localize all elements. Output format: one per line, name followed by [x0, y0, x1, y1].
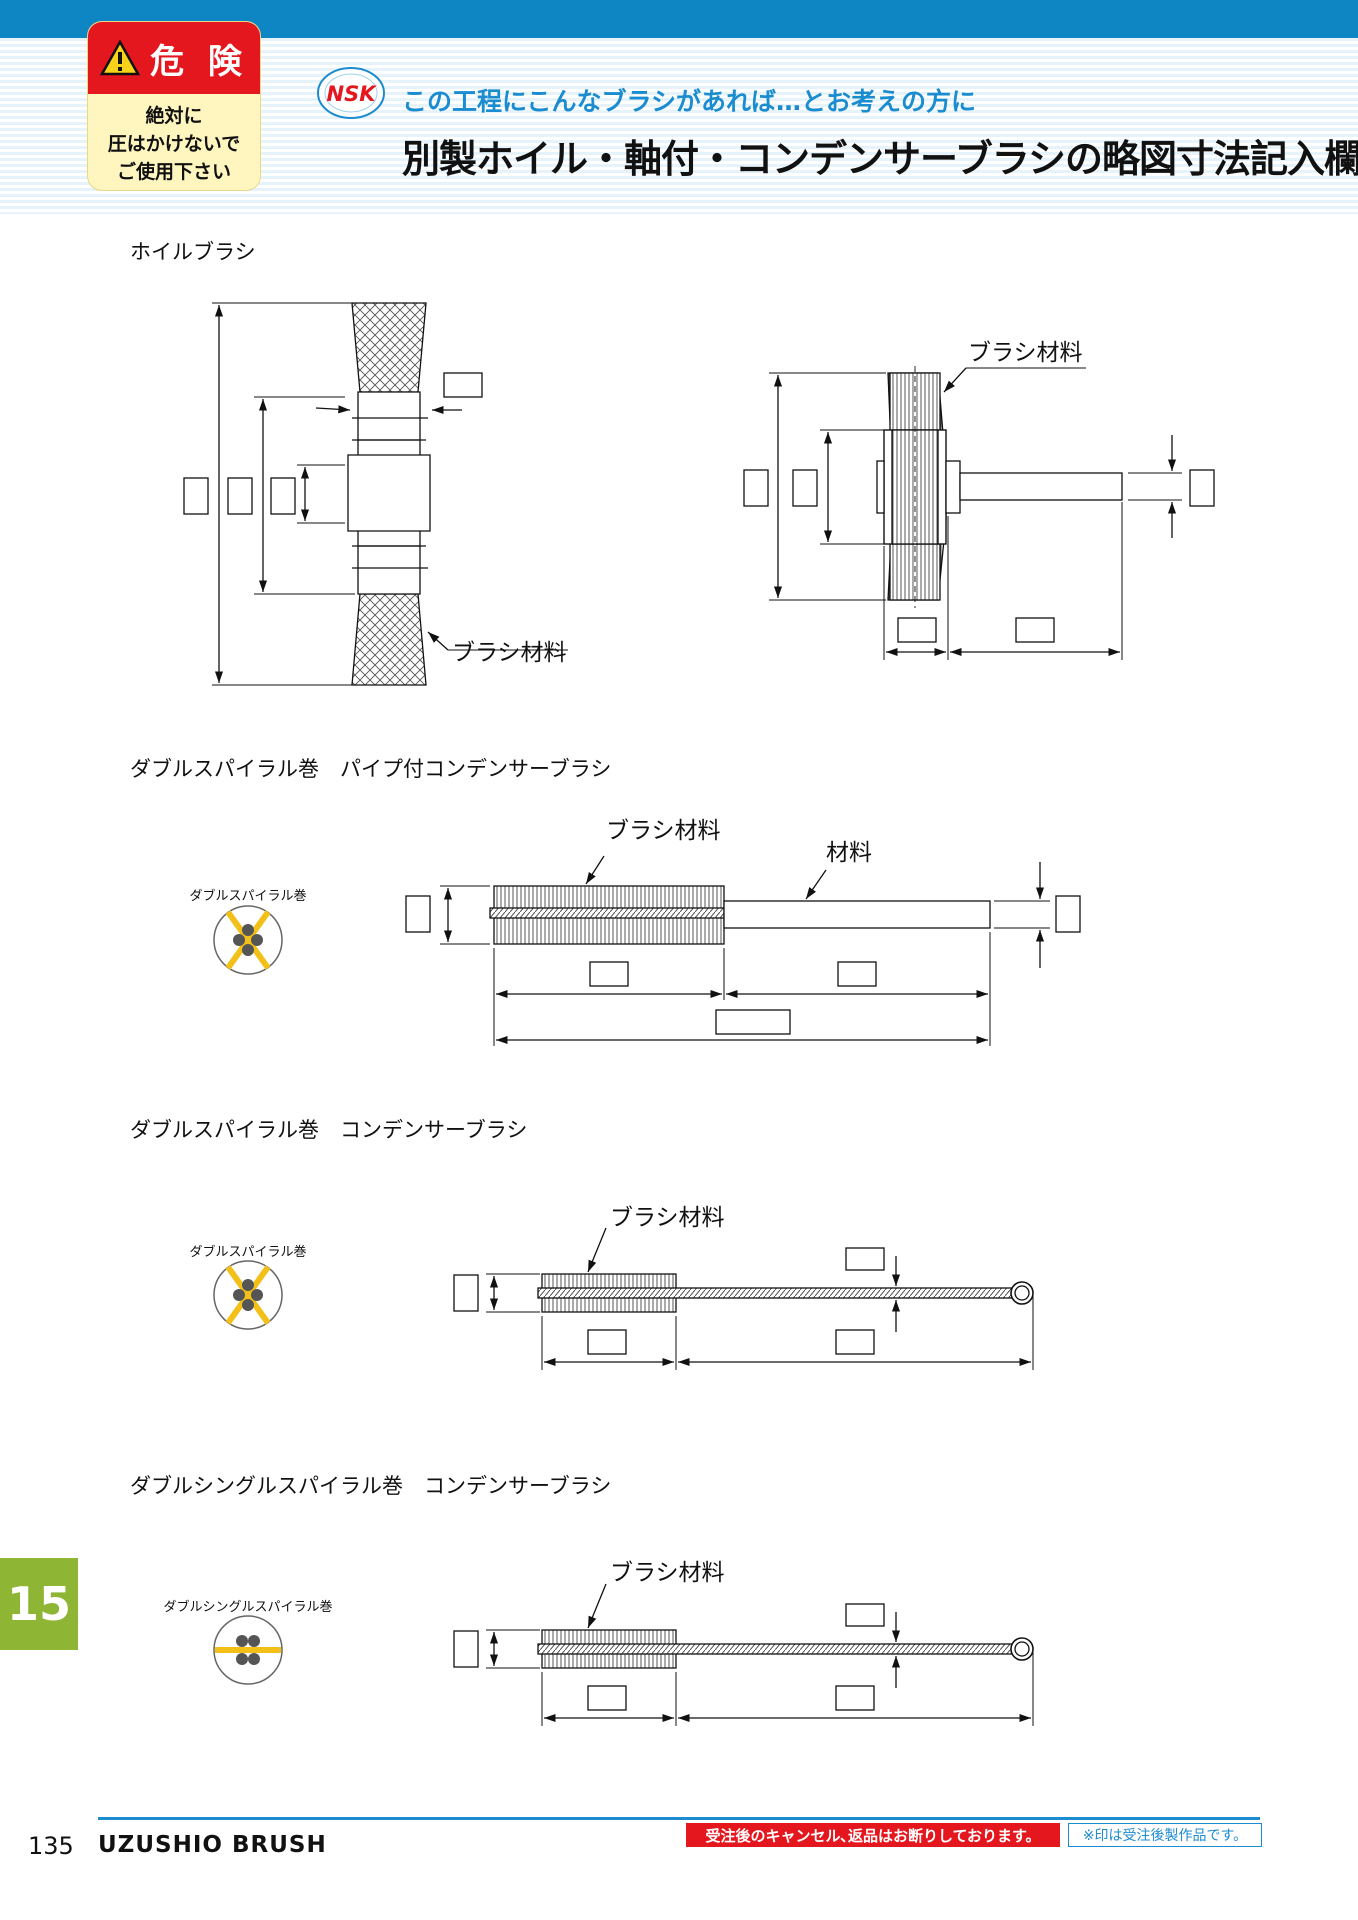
footer-divider [98, 1817, 1260, 1820]
condenser-diagram [453, 1227, 1034, 1370]
double-single-spiral-icon [213, 1615, 283, 1685]
page-title: 別製ホイル・軸付・コンデンサーブラシの略図寸法記入欄 [402, 137, 1358, 181]
nsk-logo: NSK [317, 67, 385, 119]
section-title-single: ダブルシングルスパイラル巻 コンデンサーブラシ [130, 1474, 612, 1498]
danger-line: 圧はかけないで [107, 133, 241, 155]
single-spiral-condenser-diagram [453, 1583, 1034, 1726]
chapter-tab: 15 [0, 1558, 78, 1650]
label-material: 材料 [826, 840, 872, 866]
pipe-condenser-diagram [405, 855, 1081, 1046]
icon-caption: ダブルスパイラル巻 [189, 888, 306, 904]
wheel-brush-diagram [183, 302, 568, 686]
company-name: UZUSHIO BRUSH [98, 1832, 327, 1858]
warning-triangle-icon [100, 40, 141, 76]
double-spiral-icon [213, 905, 283, 975]
danger-warning-box: 危 険 絶対に 圧はかけないで ご使用下さい [88, 22, 260, 190]
double-spiral-icon [213, 1260, 283, 1330]
label-brush-material: ブラシ材料 [606, 818, 721, 844]
label-brush-material: ブラシ材料 [452, 640, 567, 666]
section-title-pipe: ダブルスパイラル巻 パイプ付コンデンサーブラシ [130, 757, 612, 781]
section-title-wheel: ホイルブラシ [130, 240, 256, 264]
danger-line: 絶対に [145, 105, 203, 127]
danger-text: 絶対に 圧はかけないで ご使用下さい [88, 94, 260, 186]
page-number: 135 [28, 1832, 74, 1860]
label-brush-material: ブラシ材料 [610, 1205, 725, 1231]
cancellation-notice: 受注後のキャンセル､返品はお断りしております。 [686, 1823, 1060, 1847]
label-brush-material: ブラシ材料 [968, 340, 1083, 366]
danger-title: 危 険 [150, 41, 248, 82]
page-subtitle: この工程にこんなブラシがあれば…とお考えの方に [402, 87, 977, 116]
danger-line: ご使用下さい [116, 161, 231, 183]
icon-caption: ダブルシングルスパイラル巻 [163, 1599, 332, 1615]
danger-header: 危 険 [88, 22, 260, 94]
label-brush-material: ブラシ材料 [610, 1560, 725, 1586]
made-to-order-note: ※印は受注後製作品です。 [1068, 1823, 1262, 1847]
nsk-logo-text: NSK [327, 82, 378, 106]
icon-caption: ダブルスパイラル巻 [189, 1244, 306, 1260]
shaft-wheel-brush-diagram [743, 366, 1215, 660]
section-title-condenser: ダブルスパイラル巻 コンデンサーブラシ [130, 1118, 528, 1142]
